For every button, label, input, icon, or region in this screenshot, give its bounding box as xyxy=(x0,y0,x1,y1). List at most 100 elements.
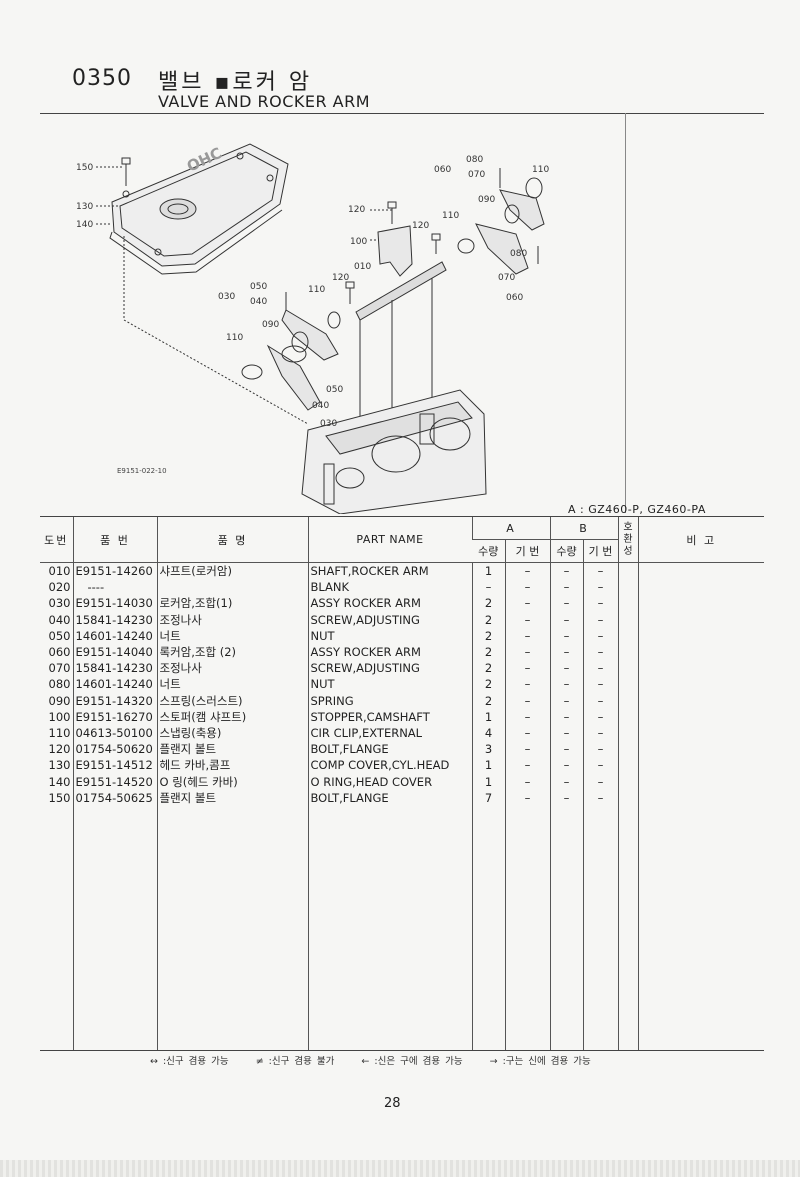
row-name-ko: 스냅링(축용) xyxy=(156,724,308,742)
row-a-qty: 2 xyxy=(471,676,505,693)
bolt-120-drawing xyxy=(345,201,441,304)
row-no: 130 xyxy=(48,758,71,773)
row-name-ko: 록커암,조합 (2) xyxy=(156,643,308,661)
header-rule xyxy=(40,113,764,114)
callout-150: 150 xyxy=(76,163,93,173)
diagram-divider xyxy=(625,113,626,513)
row-part-name: NUT xyxy=(307,627,472,644)
header-name-ko: 품 명 xyxy=(156,516,308,563)
row-b-qty: – xyxy=(549,595,583,612)
row-interchange xyxy=(617,562,638,580)
row-a-base: – xyxy=(504,757,550,774)
row-a-base: – xyxy=(504,562,550,580)
header-no: 도번 xyxy=(40,516,73,563)
row-remarks xyxy=(637,562,764,580)
callout-070a: 070 xyxy=(468,170,485,180)
row-b-qty: – xyxy=(549,773,583,790)
row-name-ko: 스토퍼(캠 샤프트) xyxy=(156,708,308,725)
row-a-base: – xyxy=(504,708,550,725)
row-remarks xyxy=(637,660,764,677)
row-a-qty: 2 xyxy=(471,611,505,628)
row-part-no: E9151-14520 xyxy=(72,773,157,790)
row-a-base: – xyxy=(504,627,550,644)
callout-050b: 050 xyxy=(326,385,343,395)
callout-040a: 040 xyxy=(250,297,267,307)
header-group-b: B xyxy=(549,516,618,540)
figure-code: E9151-022-10 xyxy=(117,467,167,475)
row-interchange xyxy=(617,708,638,725)
row-b-qty: – xyxy=(549,757,583,774)
row-interchange xyxy=(617,676,638,693)
legend-item-compatible: ↔ :신구 겸용 가능 xyxy=(150,1056,229,1067)
row-a-base: – xyxy=(504,741,550,758)
page-title-english: VALVE AND ROCKER ARM xyxy=(158,92,371,111)
row-no: 010 xyxy=(48,564,71,579)
row-no: 150 xyxy=(48,790,71,805)
callout-050a: 050 xyxy=(250,282,267,292)
row-interchange xyxy=(617,789,638,806)
row-b-qty: – xyxy=(549,708,583,725)
row-interchange xyxy=(617,595,638,612)
legend-item-old-to-new: → :구는 신에 겸용 가능 xyxy=(489,1056,591,1067)
page-code: 0350 xyxy=(72,66,132,91)
row-b-qty: – xyxy=(549,676,583,693)
row-b-base: – xyxy=(582,611,618,628)
callout-060a: 060 xyxy=(434,165,451,175)
row-remarks xyxy=(637,724,764,742)
row-no: 040 xyxy=(48,612,71,627)
row-remarks xyxy=(637,595,764,612)
row-a-qty: 2 xyxy=(471,627,505,644)
row-part-no: 15841-14230 xyxy=(72,611,157,628)
callout-040b: 040 xyxy=(312,401,329,411)
rocker-arm-right-drawing xyxy=(457,168,545,275)
callout-110a: 110 xyxy=(442,211,459,221)
row-name-ko: 플랜지 볼트 xyxy=(156,741,308,758)
page-number: 28 xyxy=(384,1096,401,1111)
row-part-name: COMP COVER,CYL.HEAD xyxy=(307,757,472,774)
callout-080b: 080 xyxy=(510,249,527,259)
empty-cell xyxy=(637,805,764,1051)
row-remarks xyxy=(637,692,764,709)
callout-110d: 110 xyxy=(532,165,549,175)
row-name-ko: 스프링(스러스트) xyxy=(156,692,308,709)
row-remarks xyxy=(637,579,764,596)
row-part-name: SCREW,ADJUSTING xyxy=(307,660,472,677)
table-row: 020----BLANK–––– xyxy=(40,579,764,596)
row-part-no: E9151-14512 xyxy=(72,757,157,774)
row-a-base: – xyxy=(504,773,550,790)
row-part-no: E9151-14040 xyxy=(72,643,157,661)
row-b-qty: – xyxy=(549,789,583,806)
compatibility-legend: ↔ :신구 겸용 가능 ≠ :신구 겸용 불가 ← :신은 구에 겸용 가능 →… xyxy=(150,1053,613,1067)
row-a-base: – xyxy=(504,595,550,612)
row-name-ko: 너트 xyxy=(156,627,308,644)
row-b-base: – xyxy=(582,773,618,790)
row-remarks xyxy=(637,627,764,644)
row-a-base: – xyxy=(504,692,550,709)
row-b-base: – xyxy=(582,724,618,742)
header-part-no: 품 번 xyxy=(72,516,157,563)
row-b-qty: – xyxy=(549,579,583,596)
row-name-ko: 플랜지 볼트 xyxy=(156,789,308,806)
row-interchange xyxy=(617,773,638,790)
row-part-no: 15841-14230 xyxy=(72,660,157,677)
row-remarks xyxy=(637,643,764,661)
row-a-base: – xyxy=(504,660,550,677)
row-a-base: – xyxy=(504,724,550,742)
row-a-qty: – xyxy=(471,579,505,596)
empty-cell xyxy=(504,805,550,1051)
legend-item-incompatible: ≠ :신구 겸용 불가 xyxy=(255,1056,335,1067)
empty-cell xyxy=(40,805,73,1051)
row-part-no: E9151-14030 xyxy=(72,595,157,612)
row-name-ko: O 링(헤드 카바) xyxy=(156,773,308,790)
row-b-qty: – xyxy=(549,562,583,580)
row-name-ko: 조정나사 xyxy=(156,611,308,628)
parts-table: 도번 품 번 품 명 PART NAME A B 호 환 성 비 고 수량 기 … xyxy=(40,516,764,1051)
